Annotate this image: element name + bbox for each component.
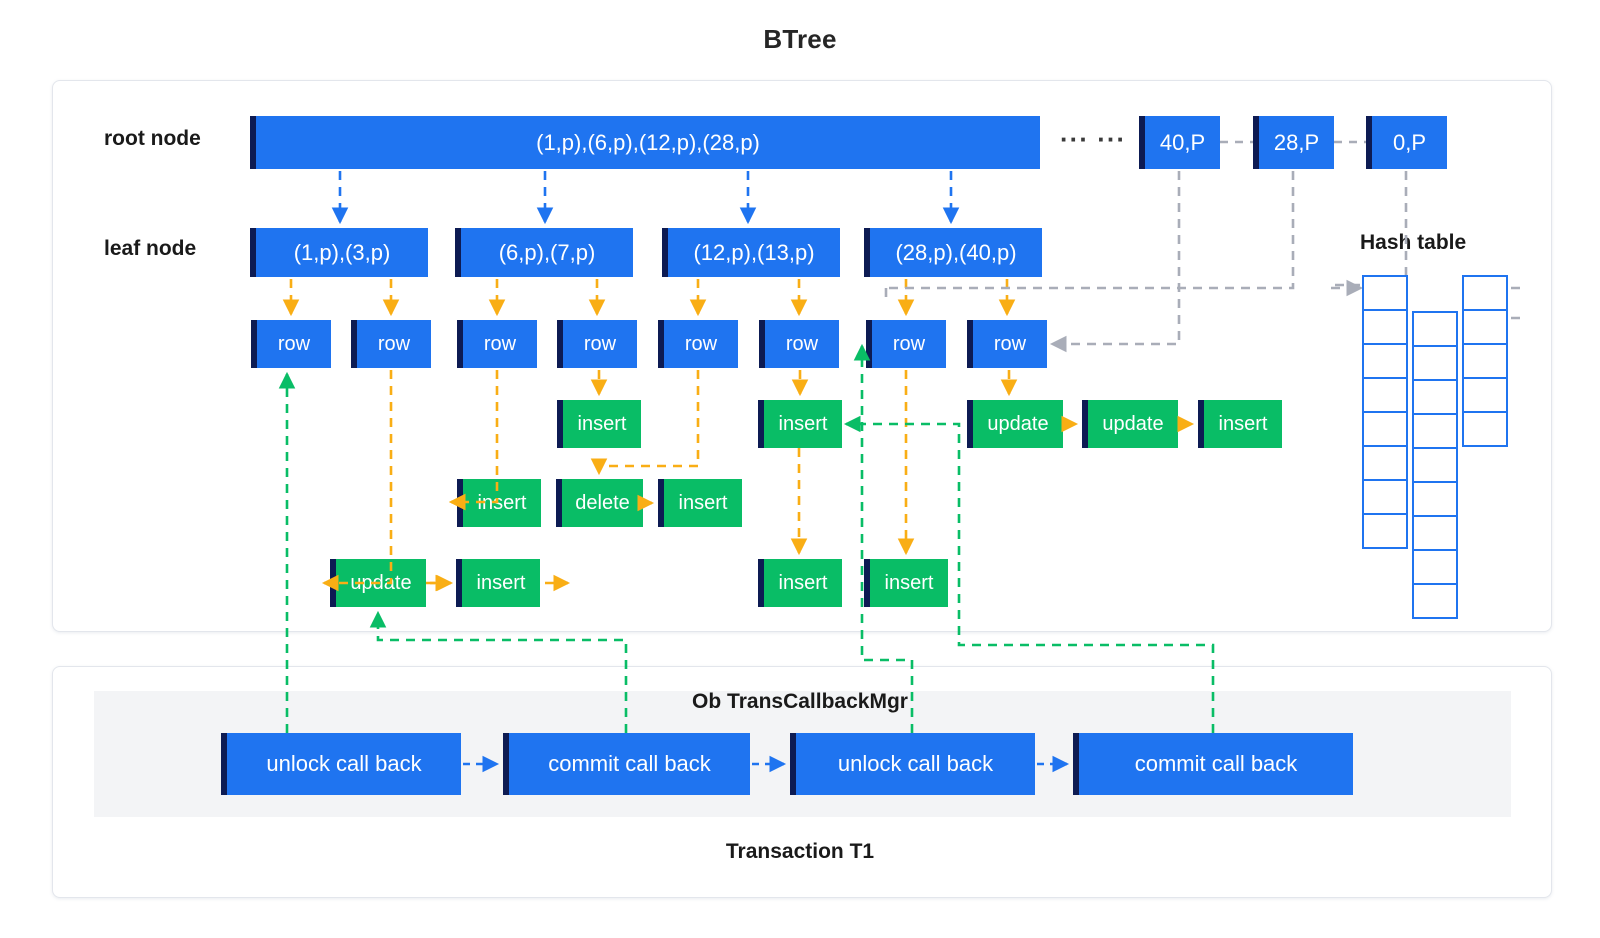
op-delete-g[interactable]: delete [556,479,643,527]
callback-unlock-1[interactable]: unlock call back [221,733,461,795]
op-update-d[interactable]: update [1082,400,1178,448]
hash-table-cell[interactable] [1362,309,1408,345]
hash-table-cell[interactable] [1412,515,1458,551]
hash-table-label: Hash table [1360,231,1467,254]
hash-table-cell[interactable] [1412,311,1458,347]
pointer-node-40[interactable]: 40,P [1139,116,1220,169]
hash-table-cell[interactable] [1462,411,1508,447]
callback-commit-2[interactable]: commit call back [1073,733,1353,795]
hash-table-cell[interactable] [1462,275,1508,311]
hash-table-cell[interactable] [1412,447,1458,483]
op-insert-l[interactable]: insert [864,559,948,607]
pointer-node-0[interactable]: 0,P [1366,116,1447,169]
hash-table-cell[interactable] [1362,343,1408,379]
page-title: BTree [763,24,837,54]
op-insert-j[interactable]: insert [456,559,540,607]
pointer-node-28[interactable]: 28,P [1253,116,1334,169]
transaction-label: Transaction T1 [725,840,875,863]
hash-table-cell[interactable] [1362,377,1408,413]
leaf-node-3[interactable]: (12,p),(13,p) [662,228,840,277]
hash-table-cell[interactable] [1412,413,1458,449]
ellipsis-indicator: ··· ··· [1060,124,1127,154]
op-insert-b[interactable]: insert [758,400,842,448]
row-box-3[interactable]: row [457,320,537,368]
row-box-4[interactable]: row [557,320,637,368]
leaf-node-2[interactable]: (6,p),(7,p) [455,228,633,277]
hash-table-cell[interactable] [1362,411,1408,447]
hash-table-cell[interactable] [1362,445,1408,481]
row-box-8[interactable]: row [967,320,1047,368]
hash-table-cell[interactable] [1462,309,1508,345]
hash-table-cell[interactable] [1362,275,1408,311]
op-insert-a[interactable]: insert [557,400,641,448]
leaf-node-1[interactable]: (1,p),(3,p) [250,228,428,277]
hash-table-cell[interactable] [1462,377,1508,413]
leaf-node-4[interactable]: (28,p),(40,p) [864,228,1042,277]
op-insert-k[interactable]: insert [758,559,842,607]
hash-table-cell[interactable] [1462,343,1508,379]
row-box-5[interactable]: row [658,320,738,368]
op-update-c[interactable]: update [967,400,1063,448]
hash-table-cell[interactable] [1412,345,1458,381]
row-box-1[interactable]: row [251,320,331,368]
hash-table-cell[interactable] [1412,379,1458,415]
leaf-node-label: leaf node [104,237,197,260]
hash-table-cell[interactable] [1412,481,1458,517]
hash-table-cell[interactable] [1412,583,1458,619]
op-insert-f[interactable]: insert [457,479,541,527]
hash-table-cell[interactable] [1362,479,1408,515]
row-box-6[interactable]: row [759,320,839,368]
row-box-2[interactable]: row [351,320,431,368]
op-insert-e[interactable]: insert [1198,400,1282,448]
hash-table-cell[interactable] [1412,549,1458,585]
row-box-7[interactable]: row [866,320,946,368]
hash-table-cell[interactable] [1362,513,1408,549]
callback-mgr-label: Ob TransCallbackMgr [692,690,908,713]
root-node-label: root node [104,127,201,150]
op-insert-h[interactable]: insert [658,479,742,527]
callback-unlock-2[interactable]: unlock call back [790,733,1035,795]
root-node-box[interactable]: (1,p),(6,p),(12,p),(28,p) [250,116,1040,169]
callback-commit-1[interactable]: commit call back [503,733,750,795]
op-update-i[interactable]: update [330,559,426,607]
